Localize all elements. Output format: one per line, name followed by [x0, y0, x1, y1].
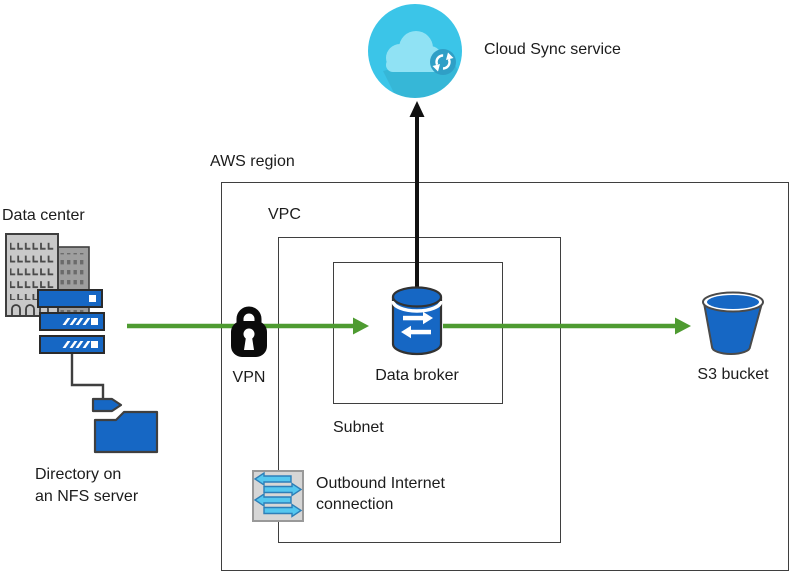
data-center-label: Data center — [2, 207, 85, 224]
network-arrows-icon — [252, 470, 304, 522]
nfs-directory-label: Directory on an NFS server — [35, 464, 138, 508]
edge-s3-arrowhead-icon — [675, 317, 691, 335]
vpc-box — [278, 237, 561, 543]
lock-icon — [231, 306, 267, 357]
door — [11, 304, 21, 316]
transfer-arrows — [401, 311, 433, 339]
cloud-sync-icon — [368, 4, 462, 98]
rack-led — [91, 341, 98, 348]
cylinder-body — [391, 296, 443, 356]
folder-tab — [91, 397, 123, 413]
cylinder-band — [391, 300, 443, 313]
server-rack-icon — [37, 289, 103, 308]
nfs-directory-label-line1: Directory on — [35, 466, 122, 483]
edge-servers-to-folder — [70, 352, 105, 398]
aws-region-label: AWS region — [210, 153, 295, 170]
rack-led — [91, 318, 98, 325]
outbound-internet-label-line2: connection — [316, 496, 394, 513]
door — [25, 304, 35, 316]
vpc-label: VPC — [268, 206, 301, 223]
rack-led — [89, 295, 96, 302]
sync-badge-icon — [430, 49, 456, 75]
bucket-body — [702, 302, 764, 355]
edge-cloudsync-arrowhead-icon — [409, 101, 425, 117]
bucket-top — [707, 295, 759, 309]
rack-vents — [62, 341, 90, 348]
rack-vents — [62, 318, 90, 325]
server-rack-icon — [39, 335, 105, 354]
cylinder-top — [391, 286, 443, 308]
folder-icon — [91, 397, 159, 454]
s3-bucket-label: S3 bucket — [697, 366, 769, 383]
nfs-directory-label-line2: an NFS server — [35, 488, 139, 505]
database-sync-icon — [391, 286, 443, 356]
traffic-arrows — [253, 471, 303, 518]
cloud-sync-label: Cloud Sync service — [484, 41, 621, 58]
keyhole — [243, 328, 255, 340]
folder-body — [93, 410, 159, 454]
keyhole-stem — [244, 337, 254, 350]
vpn-label: VPN — [232, 369, 266, 386]
bucket-icon — [702, 291, 764, 355]
server-rack-icon — [39, 312, 105, 331]
edge-datacenter-arrowhead-icon — [353, 317, 369, 335]
outbound-internet-label-line1: Outbound Internet — [316, 475, 445, 492]
outbound-internet-label: Outbound Internet connection — [316, 473, 445, 515]
subnet-label: Subnet — [333, 419, 384, 436]
lock-shackle — [236, 306, 262, 325]
data-broker-label: Data broker — [375, 367, 459, 384]
